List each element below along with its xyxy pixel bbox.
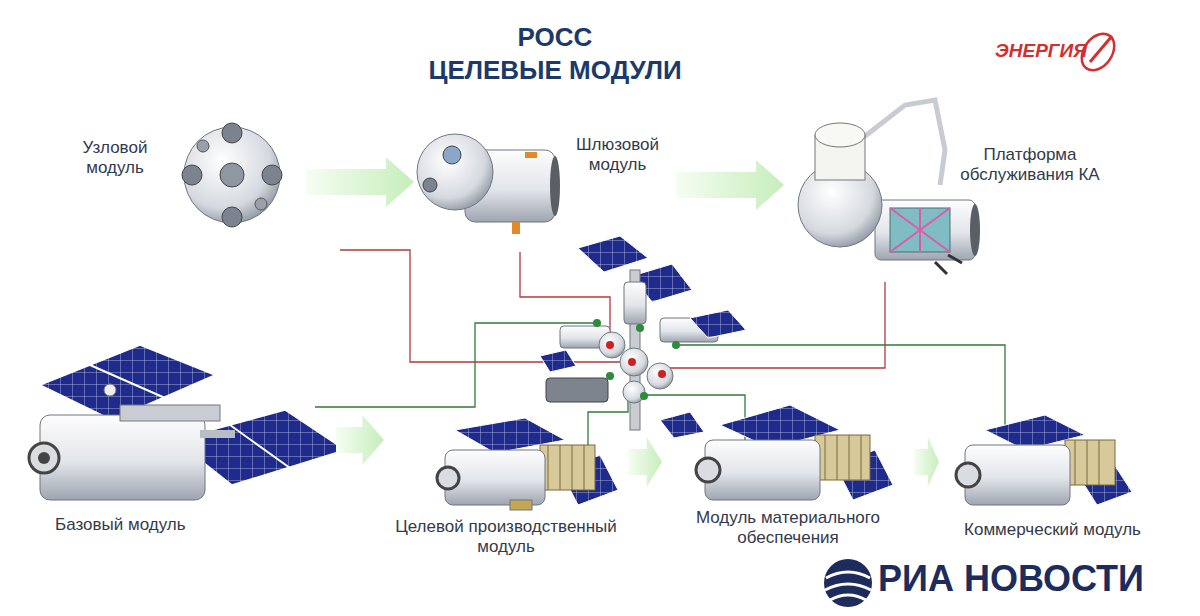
- module-label: Модуль материального обеспечения: [668, 508, 908, 549]
- module-node: Целевой производственный модуль: [390, 415, 622, 565]
- flow-arrow: [336, 415, 384, 465]
- module-label: Целевой производственный модуль: [390, 517, 622, 558]
- module-node: Шлюзовой модуль: [420, 120, 670, 245]
- title-text: РОСС: [400, 22, 710, 53]
- node-module-picture: [182, 123, 282, 227]
- flow-arrow: [914, 437, 939, 487]
- module-node: Модуль материального обеспечения: [668, 400, 908, 558]
- module-label: Узловой модуль: [70, 138, 160, 179]
- module-node: Узловой модуль: [70, 120, 300, 230]
- leader-lines: [315, 250, 1005, 470]
- module-node: Базовый модуль: [30, 340, 330, 545]
- service-platform-picture: [798, 100, 980, 274]
- module-label: Платформа обслуживания КА: [955, 145, 1105, 186]
- module-node: Платформа обслуживания КА: [790, 95, 1105, 290]
- base-module-picture: [29, 345, 345, 500]
- module-label: Шлюзовой модуль: [565, 135, 670, 176]
- supply-module-picture: [696, 405, 893, 500]
- subtitle-text: ЦЕЛЕВЫЕ МОДУЛИ: [400, 56, 710, 86]
- watermark-text: РИА НОВОСТИ: [878, 558, 1178, 599]
- commercial-module-picture: [956, 415, 1132, 505]
- module-label: Базовый модуль: [55, 515, 225, 535]
- flow-arrow: [628, 437, 662, 487]
- ria-globe-logo: [824, 559, 872, 607]
- station-picture: [540, 236, 746, 438]
- production-module-picture: [437, 418, 618, 510]
- module-node: Коммерческий модуль: [945, 405, 1160, 550]
- flow-arrow: [306, 157, 414, 207]
- module-label: Коммерческий модуль: [945, 520, 1160, 540]
- airlock-module-picture: [417, 134, 560, 234]
- flow-arrow: [676, 160, 784, 210]
- logo-text: ЭНЕРГИЯ: [975, 40, 1087, 62]
